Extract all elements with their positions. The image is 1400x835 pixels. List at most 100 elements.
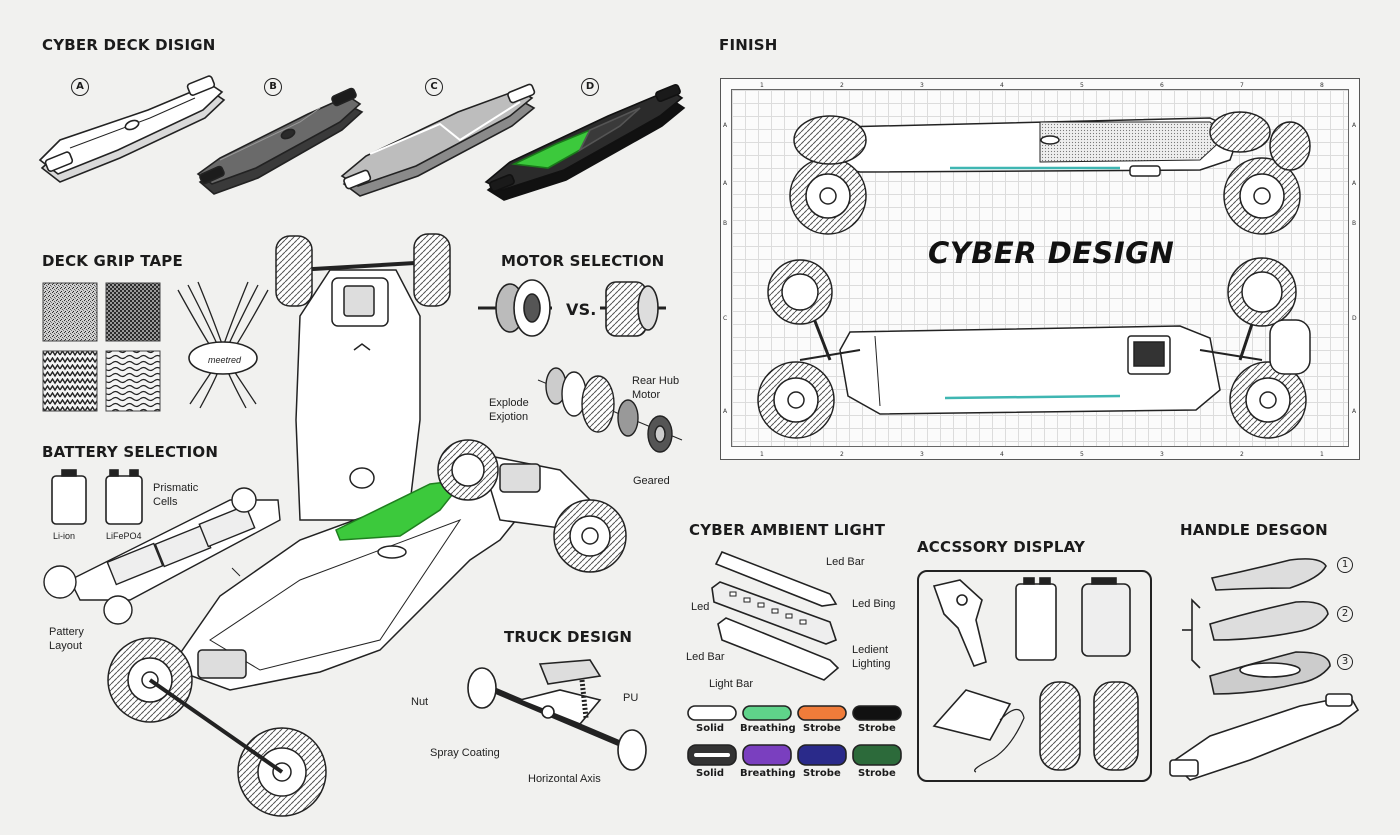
grip-sample-check — [105, 282, 161, 342]
handle-illustrations — [1169, 558, 1360, 781]
row-tick-right: D — [1352, 315, 1357, 322]
battery-cell-liion-label: Li-ion — [53, 531, 76, 541]
board-top-view — [275, 233, 451, 521]
row-tick-right: A — [1352, 408, 1357, 415]
deck-option-c-marker: C — [425, 78, 443, 96]
deck-option-d-marker: D — [581, 78, 599, 96]
mode-swatch-solid — [687, 705, 737, 721]
truck-nut-label: Nut — [411, 696, 429, 708]
heading-battery-selection: BATTERY SELECTION — [42, 443, 219, 461]
truck-spray-label: Spray Coating — [430, 747, 500, 759]
handle-option-3-marker: 3 — [1337, 654, 1353, 670]
col-tick-top: 5 — [1080, 82, 1084, 89]
col-tick-bottom: 2 — [840, 451, 844, 458]
mode-label-breathing: Breathing — [740, 723, 796, 734]
grip-sample-wave — [105, 350, 161, 412]
mode-swatch-strobe-dark2 — [797, 744, 847, 766]
col-tick-bottom: 3 — [920, 451, 924, 458]
col-tick-bottom: 4 — [1000, 451, 1004, 458]
ambient-led-label: Led — [691, 601, 710, 613]
remote-controller — [932, 579, 987, 667]
board-perspective-view — [107, 439, 627, 817]
col-tick-bottom: 5 — [1080, 451, 1084, 458]
mode-label-solid: Solid — [696, 768, 725, 779]
grip-logo-text: meetred — [208, 355, 242, 365]
accessory-display-box — [917, 570, 1152, 782]
mode-label-strobe: Strobe — [803, 723, 841, 734]
battery-cells — [51, 469, 143, 525]
col-tick-top: 6 — [1160, 82, 1164, 89]
row-tick-left: B — [723, 220, 728, 227]
light-mode-swatches — [687, 705, 902, 766]
mode-label-strobe: Strobe — [803, 768, 841, 779]
heading-deck-design: CYBER DECK DISIGN — [42, 36, 216, 54]
heading-truck-design: TRUCK DESIGN — [504, 628, 633, 646]
motor-explode-label: Explode Exjotion — [489, 397, 529, 423]
ambient-ledient-label: Ledient Lighting — [852, 644, 891, 670]
mode-label-breathing: Breathing — [740, 768, 796, 779]
row-tick-left: C — [723, 315, 728, 322]
deck-option-a-marker: A — [71, 78, 89, 96]
row-tick-left: A — [723, 180, 728, 187]
heading-ambient-light: CYBER AMBIENT LIGHT — [689, 521, 886, 539]
grip-sample-noise — [42, 282, 98, 342]
heading-handle-design: HANDLE DESGON — [1180, 521, 1328, 539]
battery-prismatic-label: Prismatic Cells — [153, 482, 199, 508]
handle-deck-shape — [1170, 695, 1360, 781]
ambient-led-bing-label: Led Bing — [852, 598, 896, 610]
col-tick-top: 1 — [760, 82, 764, 89]
finish-board-illustrations — [757, 111, 1311, 439]
spare-wheel-1 — [1039, 681, 1081, 771]
row-tick-right: A — [1352, 122, 1357, 129]
heading-accessory-display: ACCSSORY DISPLAY — [917, 538, 1086, 556]
col-tick-bottom: 3 — [1160, 451, 1164, 458]
battery-cell-accessory — [1015, 583, 1057, 661]
motor-rear-hub-label: Rear Hub Motor — [632, 375, 680, 401]
col-tick-bottom: 2 — [1240, 451, 1244, 458]
row-tick-left: A — [723, 408, 728, 415]
col-tick-bottom: 1 — [1320, 451, 1324, 458]
grip-logo-pattern — [177, 281, 269, 409]
heading-motor-selection: MOTOR SELECTION — [501, 252, 665, 270]
charger-brick — [932, 689, 1012, 741]
finish-bottom-board — [757, 257, 1311, 439]
center-board-illustrations — [43, 233, 647, 817]
mode-swatch-strobe-dark — [852, 705, 902, 721]
heading-grip-tape: DECK GRIP TAPE — [42, 252, 183, 270]
deck-b-illustration — [196, 87, 364, 195]
motor-hub-option — [478, 279, 552, 337]
deck-a-illustration — [38, 75, 226, 183]
mode-swatch-strobe — [797, 705, 847, 721]
motor-vs-label: VS. — [566, 300, 597, 319]
battery-layout-board — [43, 487, 281, 625]
ambient-led-bar-top-label: Led Bar — [826, 556, 865, 568]
motor-illustrations — [478, 279, 683, 453]
row-tick-left: A — [723, 122, 728, 129]
grip-tape-samples — [42, 281, 269, 412]
deck-design-illustrations — [38, 75, 686, 201]
mode-label-strobe: Strobe — [858, 768, 896, 779]
grip-sample-zigzag — [42, 350, 98, 412]
mode-swatch-strobe-dark3 — [852, 744, 902, 766]
mode-label-solid: Solid — [696, 723, 725, 734]
battery-layout-label: Pattery Layout — [49, 626, 84, 652]
accessory-illustrations — [932, 577, 1139, 773]
col-tick-top: 2 — [840, 82, 844, 89]
heading-finish: FINISH — [719, 36, 778, 54]
col-tick-top: 8 — [1320, 82, 1324, 89]
ambient-led-bar-mid-label: Led Bar — [686, 651, 725, 663]
deck-c-illustration — [340, 83, 536, 197]
handle-option-1-shape — [1210, 558, 1327, 591]
motor-geared-label: Geared — [633, 475, 670, 487]
finish-cyber-design-title: CYBER DESIGN — [928, 236, 1175, 270]
row-tick-right: A — [1352, 180, 1357, 187]
col-tick-top: 7 — [1240, 82, 1244, 89]
mode-swatch-breathing — [742, 705, 792, 721]
truck-pu-label: PU — [623, 692, 639, 704]
truck-axis-label: Horizontal Axis — [528, 773, 601, 785]
motor-exploded-view — [537, 367, 683, 453]
col-tick-bottom: 1 — [760, 451, 764, 458]
spare-wheel-2 — [1093, 681, 1139, 771]
handle-option-1-marker: 1 — [1337, 557, 1353, 573]
truck-illustration — [467, 659, 647, 771]
